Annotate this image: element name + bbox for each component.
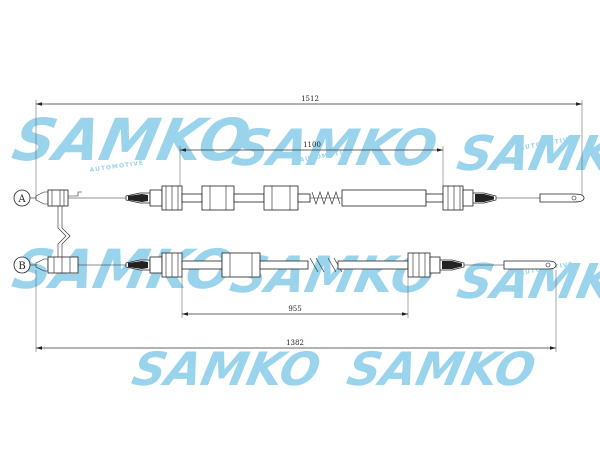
cable-a-right-eyelet — [539, 193, 585, 203]
dimension-label-sheath-b: 955 — [288, 305, 301, 313]
cable-b-right-boot — [407, 252, 465, 278]
cable-a-right-boot — [442, 185, 497, 211]
dimension-sheath-a: 1100 — [179, 141, 444, 190]
watermark-text: SAMKO — [343, 342, 541, 395]
callout-b-label: B — [18, 261, 25, 272]
callout-b: B — [13, 256, 36, 274]
bracket-link-a-b — [57, 206, 71, 262]
cable-b-left-end-fitting — [35, 256, 79, 274]
cable-a — [35, 185, 585, 211]
dimension-sheath-b: 955 — [181, 277, 409, 318]
cable-b-sheath-segment-2 — [259, 260, 309, 270]
callout-a: A — [13, 189, 36, 207]
dimension-overall-a: 1512 — [35, 95, 583, 200]
cable-b-sheath-segment-3 — [337, 260, 409, 270]
watermark-8: SAMKO — [343, 342, 541, 395]
cable-a-sheath-segment-3 — [297, 193, 311, 203]
cable-a-sheath-segment-4 — [425, 193, 444, 203]
watermark-text: SAMKO — [7, 107, 256, 174]
cable-a-sheath-segment-2 — [233, 193, 265, 203]
watermark-text: SAMKO — [225, 246, 440, 304]
dimension-overall-b: 1382 — [35, 270, 557, 352]
cable-a-sheath-main — [341, 189, 427, 207]
callout-a-label: A — [17, 194, 26, 205]
watermark-5: SAMKO — [225, 246, 440, 304]
watermark-2: SAMKO — [227, 119, 442, 177]
dimension-label-overall-b: 1382 — [286, 339, 304, 347]
watermark-text: SAMKO — [227, 119, 442, 177]
cable-a-left-boot — [125, 185, 183, 211]
watermark-text: SAMKO — [128, 342, 326, 395]
watermark-1: SAMKO — [7, 107, 256, 174]
cable-b — [35, 252, 557, 278]
cable-a-sleeve-1 — [201, 185, 235, 211]
cable-a-sheath-segment-1 — [181, 193, 203, 203]
watermark-text: SAMKO — [452, 126, 600, 181]
dimension-label-sheath-a: 1100 — [303, 141, 321, 149]
cable-a-spring-coil — [310, 191, 342, 205]
cable-a-sleeve-2 — [263, 185, 299, 211]
cable-b-sheath-segment-1 — [181, 260, 223, 270]
watermark-layer: SAMKO SAMKO SAMKO SAMKO SAMKO SAMKO SAMK… — [7, 107, 600, 396]
watermark-7: SAMKO — [128, 342, 326, 395]
dimension-label-overall-a: 1512 — [301, 95, 319, 103]
cable-b-right-eyelet — [503, 260, 557, 270]
cable-b-left-boot — [125, 252, 183, 278]
watermark-3: SAMKO — [452, 126, 600, 181]
cable-b-sleeve — [221, 252, 261, 278]
